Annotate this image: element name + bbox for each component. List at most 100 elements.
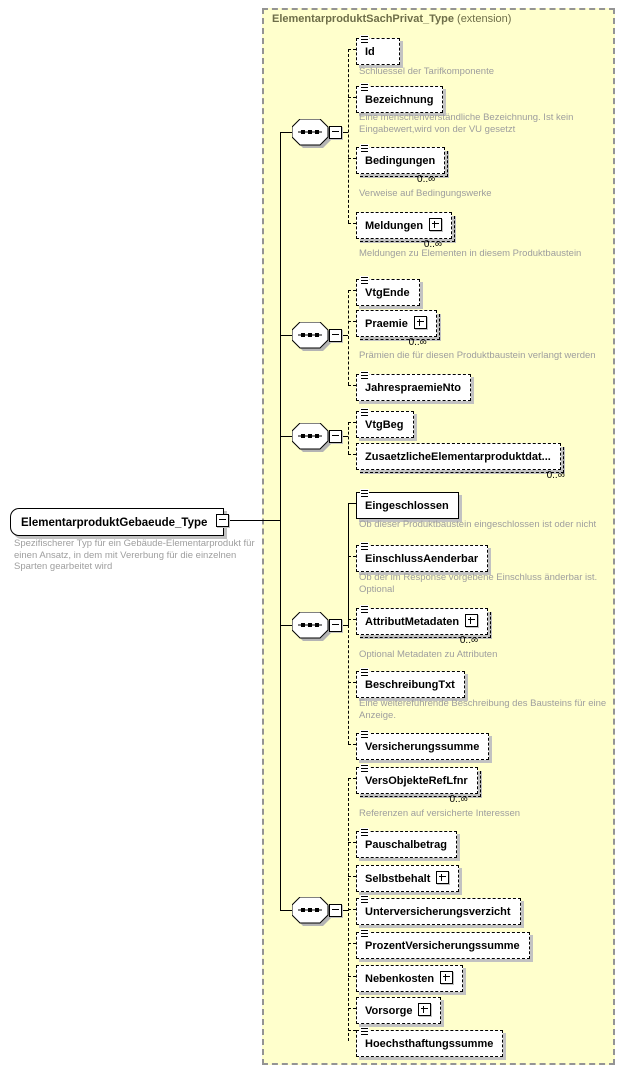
element-praemie[interactable]: Praemie 0..∞	[356, 310, 440, 348]
element-box[interactable]: Pauschalbetrag	[356, 828, 457, 858]
expand-plus-icon[interactable]	[418, 1003, 432, 1016]
element-box[interactable]: VersObjekteRefLfnr	[356, 764, 481, 797]
sequence-compositor[interactable]	[292, 322, 348, 354]
element-beschreibungtxt[interactable]: BeschreibungTxt	[356, 668, 465, 698]
child-stub-line	[348, 97, 356, 98]
sequence-compositor[interactable]	[292, 612, 348, 644]
element-box[interactable]: VtgEnde	[356, 276, 420, 306]
element-box[interactable]: Bezeichnung	[356, 83, 444, 113]
element-label: Bezeichnung	[365, 94, 434, 106]
text-content-icon	[360, 605, 369, 613]
expand-plus-icon[interactable]	[465, 614, 479, 627]
collapse-minus-icon[interactable]	[329, 904, 342, 917]
element-label: Id	[365, 46, 375, 58]
element-box[interactable]: Meldungen	[356, 212, 456, 242]
element-label: BeschreibungTxt	[365, 679, 455, 691]
element-box[interactable]: Unterversicherungsverzicht	[356, 895, 521, 925]
text-content-icon	[360, 83, 369, 91]
element-vtgbeg[interactable]: VtgBeg	[356, 408, 414, 438]
root-element[interactable]: ElementarproduktGebaeude_Type	[10, 508, 230, 536]
element-id[interactable]: Id	[356, 35, 400, 65]
child-stub-line	[348, 158, 356, 159]
element-box[interactable]: Nebenkosten	[356, 965, 464, 992]
group-trunk-line	[348, 49, 349, 223]
collapse-minus-icon[interactable]	[329, 329, 342, 342]
collapse-minus-icon[interactable]	[329, 126, 342, 139]
element-selbstbehalt[interactable]: Selbstbehalt	[356, 865, 460, 892]
child-stub-line	[348, 682, 356, 683]
text-content-icon	[360, 895, 369, 903]
expand-plus-icon[interactable]	[440, 971, 454, 984]
element-label: Eingeschlossen	[365, 500, 449, 512]
element-nebenkosten[interactable]: Nebenkosten	[356, 965, 464, 992]
collapse-minus-icon[interactable]	[216, 514, 230, 527]
element-meldungen[interactable]: Meldungen 0..∞	[356, 212, 456, 250]
element-box[interactable]: ZusaetzlicheElementarproduktdat...	[356, 443, 564, 473]
element-box[interactable]: JahrespraemieNto	[356, 371, 471, 401]
element-versobjektereflfnr[interactable]: VersObjekteRefLfnr 0..∞	[356, 764, 481, 805]
sequence-icon	[292, 423, 331, 452]
element-box[interactable]: EinschlussAenderbar	[356, 542, 489, 572]
element-label: Meldungen	[365, 220, 424, 232]
element-box[interactable]: ProzentVersicherungssumme	[356, 929, 530, 959]
annotation: Ob dieser Produktbaustein eingeschlossen…	[359, 519, 597, 530]
child-stub-line	[348, 1030, 356, 1031]
collapse-minus-icon[interactable]	[329, 619, 342, 632]
group-connector-line	[342, 132, 348, 133]
child-stub-line	[348, 454, 356, 455]
child-stub-line	[348, 778, 356, 779]
element-einschlussaenderbar[interactable]: EinschlussAenderbar	[356, 542, 489, 572]
element-box[interactable]: BeschreibungTxt	[356, 668, 465, 698]
element-zusaetzliche-elementarproduktdaten[interactable]: ZusaetzlicheElementarproduktdat... 0..∞	[356, 443, 565, 481]
element-attributmetadaten[interactable]: AttributMetadaten 0..∞	[356, 605, 492, 646]
element-box[interactable]: Bedingungen	[356, 144, 449, 177]
element-box[interactable]: Id	[356, 35, 400, 65]
element-box[interactable]: Selbstbehalt	[356, 865, 460, 892]
expand-plus-icon[interactable]	[436, 871, 450, 884]
element-label: Versicherungssumme	[365, 741, 480, 753]
element-eingeschlossen[interactable]: Eingeschlossen	[356, 489, 459, 519]
occurs-label: 0..∞	[449, 794, 468, 805]
element-jahrespraemiento[interactable]: JahrespraemieNto	[356, 371, 471, 401]
root-element-box[interactable]: ElementarproduktGebaeude_Type	[10, 508, 230, 536]
element-box[interactable]: AttributMetadaten	[356, 605, 492, 638]
element-vorsorge[interactable]: Vorsorge	[356, 997, 442, 1024]
element-box[interactable]: Vorsorge	[356, 997, 442, 1024]
element-hoechsthaftungssumme[interactable]: Hoechsthaftungssumme	[356, 1027, 504, 1057]
sequence-compositor[interactable]	[292, 897, 348, 929]
text-content-icon	[360, 929, 369, 937]
child-stub-line	[348, 976, 356, 977]
expand-plus-icon[interactable]	[413, 316, 427, 329]
sequence-compositor[interactable]	[292, 119, 348, 151]
sequence-icon	[292, 897, 331, 926]
sequence-compositor[interactable]	[292, 423, 348, 455]
element-box[interactable]: Hoechsthaftungssumme	[356, 1027, 504, 1057]
element-bezeichnung[interactable]: Bezeichnung	[356, 83, 444, 113]
element-box[interactable]: Versicherungssumme	[356, 730, 490, 760]
element-prozentversicherungssumme[interactable]: ProzentVersicherungssumme	[356, 929, 530, 959]
element-label: VersObjekteRefLfnr	[365, 775, 468, 787]
text-content-icon	[360, 1027, 369, 1035]
group-connector-line	[342, 436, 348, 437]
group-trunk-line	[348, 503, 349, 625]
expand-plus-icon[interactable]	[429, 218, 443, 231]
child-stub-line	[348, 744, 356, 745]
group-trunk-line	[348, 422, 349, 454]
element-label: Vorsorge	[365, 1005, 413, 1017]
element-box[interactable]: Eingeschlossen	[356, 489, 459, 519]
element-bedingungen[interactable]: Bedingungen 0..∞	[356, 144, 449, 185]
element-label: JahrespraemieNto	[365, 382, 461, 394]
sequence-icon	[292, 322, 331, 351]
element-label: ProzentVersicherungssumme	[365, 940, 520, 952]
collapse-minus-icon[interactable]	[329, 430, 342, 443]
element-box[interactable]: Praemie	[356, 310, 440, 340]
child-stub-line	[348, 909, 356, 910]
element-box[interactable]: VtgBeg	[356, 408, 414, 438]
text-content-icon	[360, 371, 369, 379]
element-pauschalbetrag[interactable]: Pauschalbetrag	[356, 828, 457, 858]
annotation: Optional Metadaten zu Attributen	[359, 649, 498, 660]
occurs-label: 0..∞	[408, 337, 427, 348]
element-unterversicherungsverzicht[interactable]: Unterversicherungsverzicht	[356, 895, 521, 925]
element-vtgende[interactable]: VtgEnde	[356, 276, 420, 306]
element-versicherungssumme[interactable]: Versicherungssumme	[356, 730, 490, 760]
